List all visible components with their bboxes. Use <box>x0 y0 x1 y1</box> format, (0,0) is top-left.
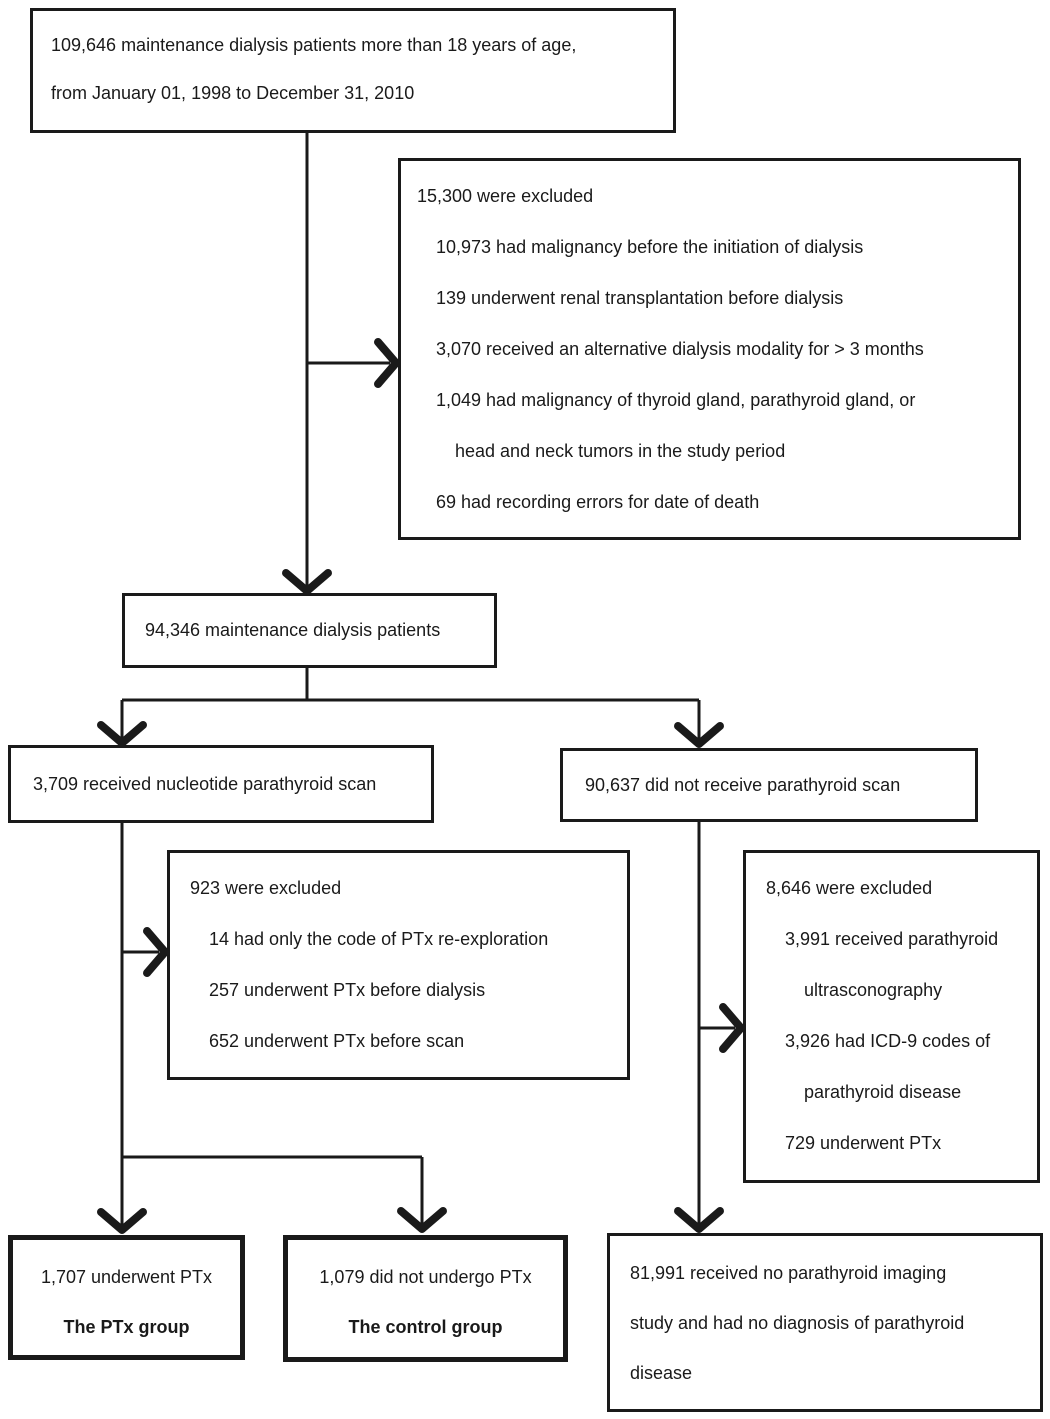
box-text-line: 1,049 had malignancy of thyroid gland, p… <box>436 390 916 410</box>
arrow-down-icon <box>97 721 147 747</box>
box-text-line: 923 were excluded <box>190 878 342 898</box>
group-label: The control group <box>348 1317 503 1337</box>
arrow-down-icon <box>282 569 332 595</box>
box-text-line: 109,646 maintenance dialysis patients mo… <box>51 35 577 55</box>
box-excluded-scan: 923 were excluded 14 had only the code o… <box>167 850 630 1080</box>
box-text-line: 729 underwent PTx <box>785 1133 942 1153</box>
box-text-line: 3,991 received parathyroid <box>785 929 999 949</box>
arrow-right-icon <box>374 338 400 388</box>
box-text-line: disease <box>630 1363 693 1383</box>
box-text-line: 1,079 did not undergo PTx <box>319 1267 532 1287</box>
arrow-down-icon <box>97 1208 147 1234</box>
box-text-line: 3,709 received nucleotide parathyroid sc… <box>33 773 377 794</box>
box-text-line: head and neck tumors in the study period <box>455 441 786 461</box>
box-ptx-group: 1,707 underwent PTx The PTx group <box>8 1235 245 1360</box>
box-text-line: 139 underwent renal transplantation befo… <box>436 288 844 308</box>
box-initial-cohort: 109,646 maintenance dialysis patients mo… <box>30 8 676 133</box>
arrow-down-icon <box>674 722 724 748</box>
box-text-line: 10,973 had malignancy before the initiat… <box>436 237 864 257</box>
box-excluded-no-scan: 8,646 were excluded 3,991 received parat… <box>743 850 1040 1183</box>
box-text-line: 69 had recording errors for date of deat… <box>436 492 760 512</box>
connector-dialysis-split <box>120 668 701 742</box>
box-text-line: 8,646 were excluded <box>766 878 933 898</box>
box-text-line: 15,300 were excluded <box>417 186 594 206</box>
box-text-line: 652 underwent PTx before scan <box>209 1031 465 1051</box>
box-excluded-main: 15,300 were excluded 10,973 had malignan… <box>398 158 1021 540</box>
arrow-right-icon <box>143 927 169 977</box>
arrow-down-icon <box>397 1207 447 1233</box>
box-text-line: 1,707 underwent PTx <box>40 1267 213 1287</box>
box-text-line: 3,926 had ICD-9 codes of <box>785 1031 991 1051</box>
box-scan: 3,709 received nucleotide parathyroid sc… <box>8 745 434 823</box>
arrow-right-icon <box>719 1003 745 1053</box>
box-text-line: 257 underwent PTx before dialysis <box>209 980 486 1000</box>
box-text-line: study and had no diagnosis of parathyroi… <box>630 1313 965 1333</box>
connector-to-control <box>122 1155 424 1225</box>
box-control-group: 1,079 did not undergo PTx The control gr… <box>283 1235 568 1362</box>
box-text-line: 3,070 received an alternative dialysis m… <box>436 339 924 359</box>
group-label: The PTx group <box>63 1317 190 1337</box>
box-text-line: 14 had only the code of PTx re-explorati… <box>209 929 549 949</box>
arrow-down-icon <box>674 1207 724 1233</box>
box-text-line: parathyroid disease <box>804 1082 962 1102</box>
box-dialysis-patients: 94,346 maintenance dialysis patients <box>122 593 497 668</box>
box-text-line: 81,991 received no parathyroid imaging <box>630 1263 947 1283</box>
box-no-scan: 90,637 did not receive parathyroid scan <box>560 748 978 822</box>
box-text-line: ultrasconography <box>804 980 943 1000</box>
box-text-line: from January 01, 1998 to December 31, 20… <box>51 83 415 103</box>
box-no-imaging: 81,991 received no parathyroid imaging s… <box>607 1233 1043 1412</box>
box-text-line: 90,637 did not receive parathyroid scan <box>585 774 901 795</box>
box-text-line: 94,346 maintenance dialysis patients <box>145 620 441 640</box>
